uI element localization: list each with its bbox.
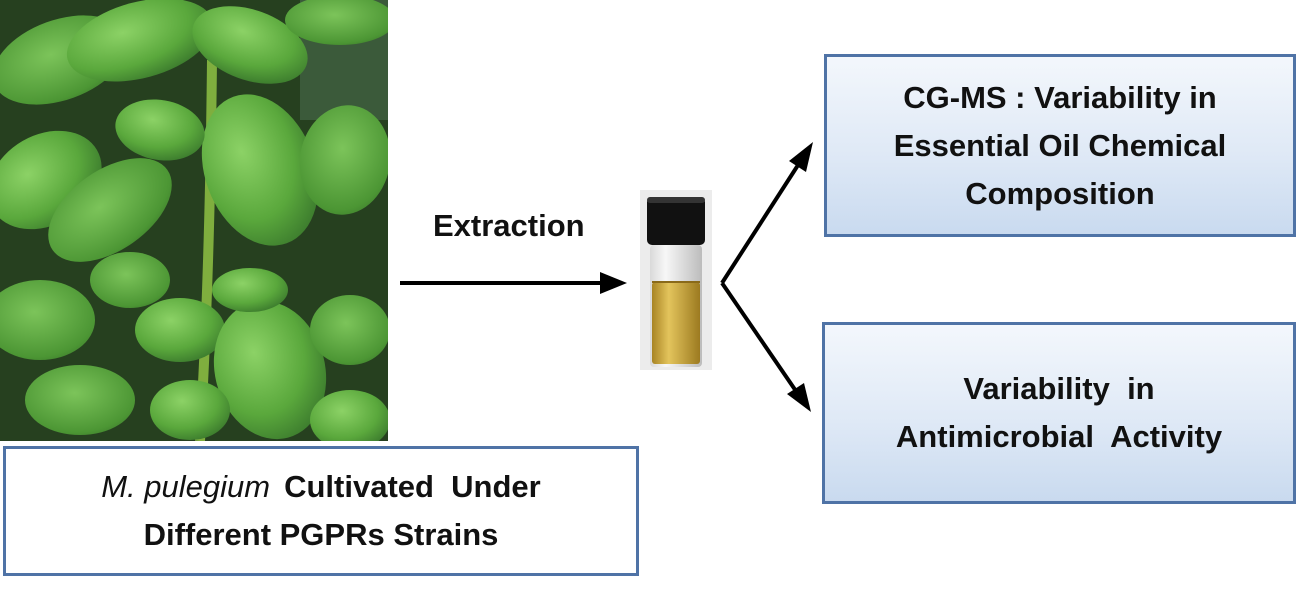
vial-icon [640,190,712,370]
outcome-2-line-2: Antimicrobial Activity [895,419,1223,454]
outcome-2-line-1: Variability in [963,371,1155,406]
extraction-label: Extraction [433,208,585,243]
species-name: M. pulegium [101,469,271,504]
antimicrobial-activity-box: Variability in Antimicrobial Activity [822,322,1296,504]
caption-line-2: Different PGPRs Strains [143,517,499,552]
outcome-1-line-1: CG-MS : Variability in [903,79,1217,115]
caption-line-1-rest: Cultivated Under [284,469,541,504]
caption-line-1: M. pulegium Cultivated Under [101,463,541,511]
arrow-up-right-icon [720,142,813,285]
outcome-1-line-3: Composition [965,175,1155,211]
arrow-down-right-icon [720,281,811,412]
arrow-right-icon [400,272,627,294]
plant-photo [0,0,388,441]
plant-caption-box: M. pulegium Cultivated Under Different PG… [3,446,639,576]
chemical-composition-box: CG-MS : Variability in Essential Oil Che… [824,54,1296,237]
outcome-1-line-2: Essential Oil Chemical [893,127,1227,163]
